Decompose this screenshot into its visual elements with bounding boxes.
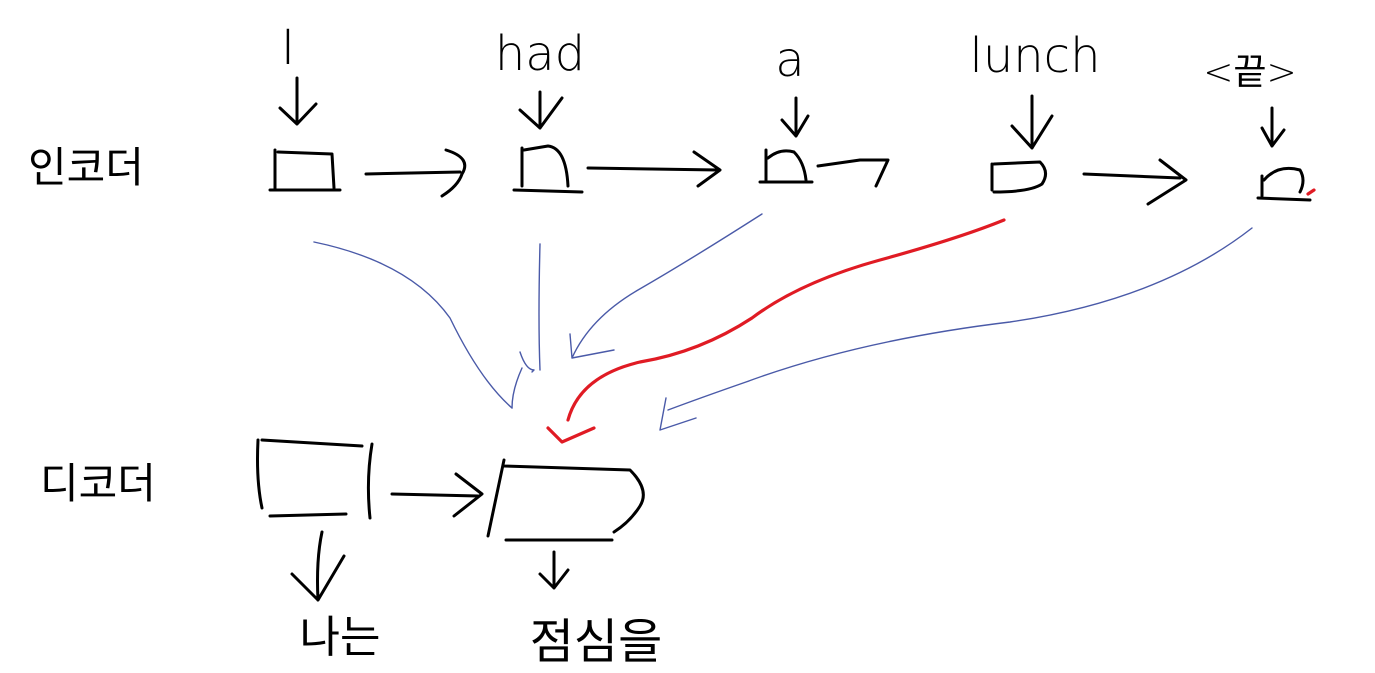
input-token-2: had bbox=[495, 26, 585, 82]
attention-line-2 bbox=[511, 243, 541, 409]
output-token-2: 점심을 bbox=[530, 614, 662, 670]
encoder-cell-4 bbox=[990, 160, 1047, 194]
decoder-arrow-1-2 bbox=[390, 472, 484, 518]
token-to-cell-arrow-2 bbox=[518, 90, 564, 130]
encoder-cell-3 bbox=[758, 148, 814, 184]
input-token-4: lunch bbox=[970, 28, 1101, 84]
input-token-5: <끝> bbox=[1203, 52, 1296, 93]
decoder-output-arrow-1 bbox=[290, 530, 346, 602]
attention-line-3 bbox=[569, 213, 763, 359]
encoder-cell-5 bbox=[1256, 166, 1312, 202]
decoder-output-arrow-2 bbox=[538, 550, 570, 590]
decoder-cell-2 bbox=[486, 458, 645, 542]
encoder-cell-1 bbox=[268, 148, 342, 192]
token-to-cell-arrow-3 bbox=[780, 96, 810, 138]
output-token-1: 나는 bbox=[300, 612, 381, 663]
encoder-cell-5-mark bbox=[1306, 188, 1316, 196]
encoder-cell-2 bbox=[512, 144, 584, 194]
token-to-cell-arrow-5 bbox=[1260, 106, 1286, 148]
encoder-label: 인코더 bbox=[28, 143, 144, 192]
input-token-3: a bbox=[775, 32, 804, 88]
decoder-label: 디코더 bbox=[40, 459, 156, 508]
encoder-arrow-1-2 bbox=[364, 148, 467, 198]
decoder-cell-1 bbox=[256, 438, 374, 520]
input-token-1: I bbox=[281, 20, 295, 76]
token-to-cell-arrow-4 bbox=[1010, 94, 1054, 150]
attention-line-1 bbox=[313, 241, 513, 409]
attention-line-4 bbox=[659, 227, 1253, 431]
encoder-arrow-3-4 bbox=[816, 158, 890, 188]
token-to-cell-arrow-1 bbox=[278, 76, 318, 126]
encoder-arrow-2-3 bbox=[586, 150, 722, 188]
attention-line-highlight bbox=[546, 218, 1006, 444]
encoder-arrow-4-5 bbox=[1082, 158, 1188, 206]
